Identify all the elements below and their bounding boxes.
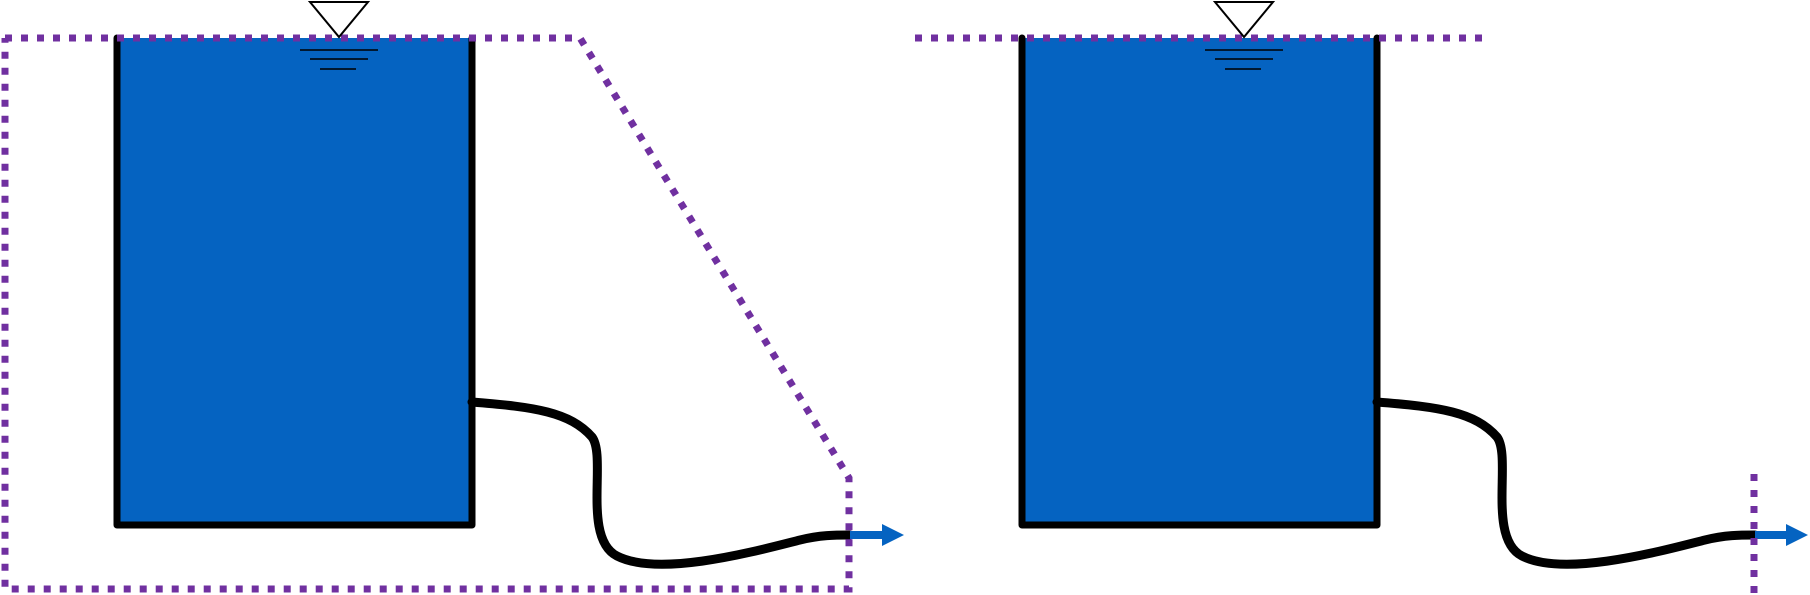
right-free-surface-symbol [1205, 1, 1283, 70]
left-hose [467, 397, 855, 569]
right-outflow-arrow [1755, 524, 1808, 546]
right-hose [1372, 397, 1760, 569]
left-panel [1, 1, 904, 593]
right-tank-walls [1018, 34, 1381, 529]
left-tank-walls [113, 34, 476, 529]
right-panel [915, 1, 1808, 595]
left-outflow-arrow [850, 524, 904, 546]
right-tank-water [1022, 38, 1377, 525]
left-tank-water [117, 38, 472, 525]
left-free-surface-symbol [300, 1, 378, 70]
